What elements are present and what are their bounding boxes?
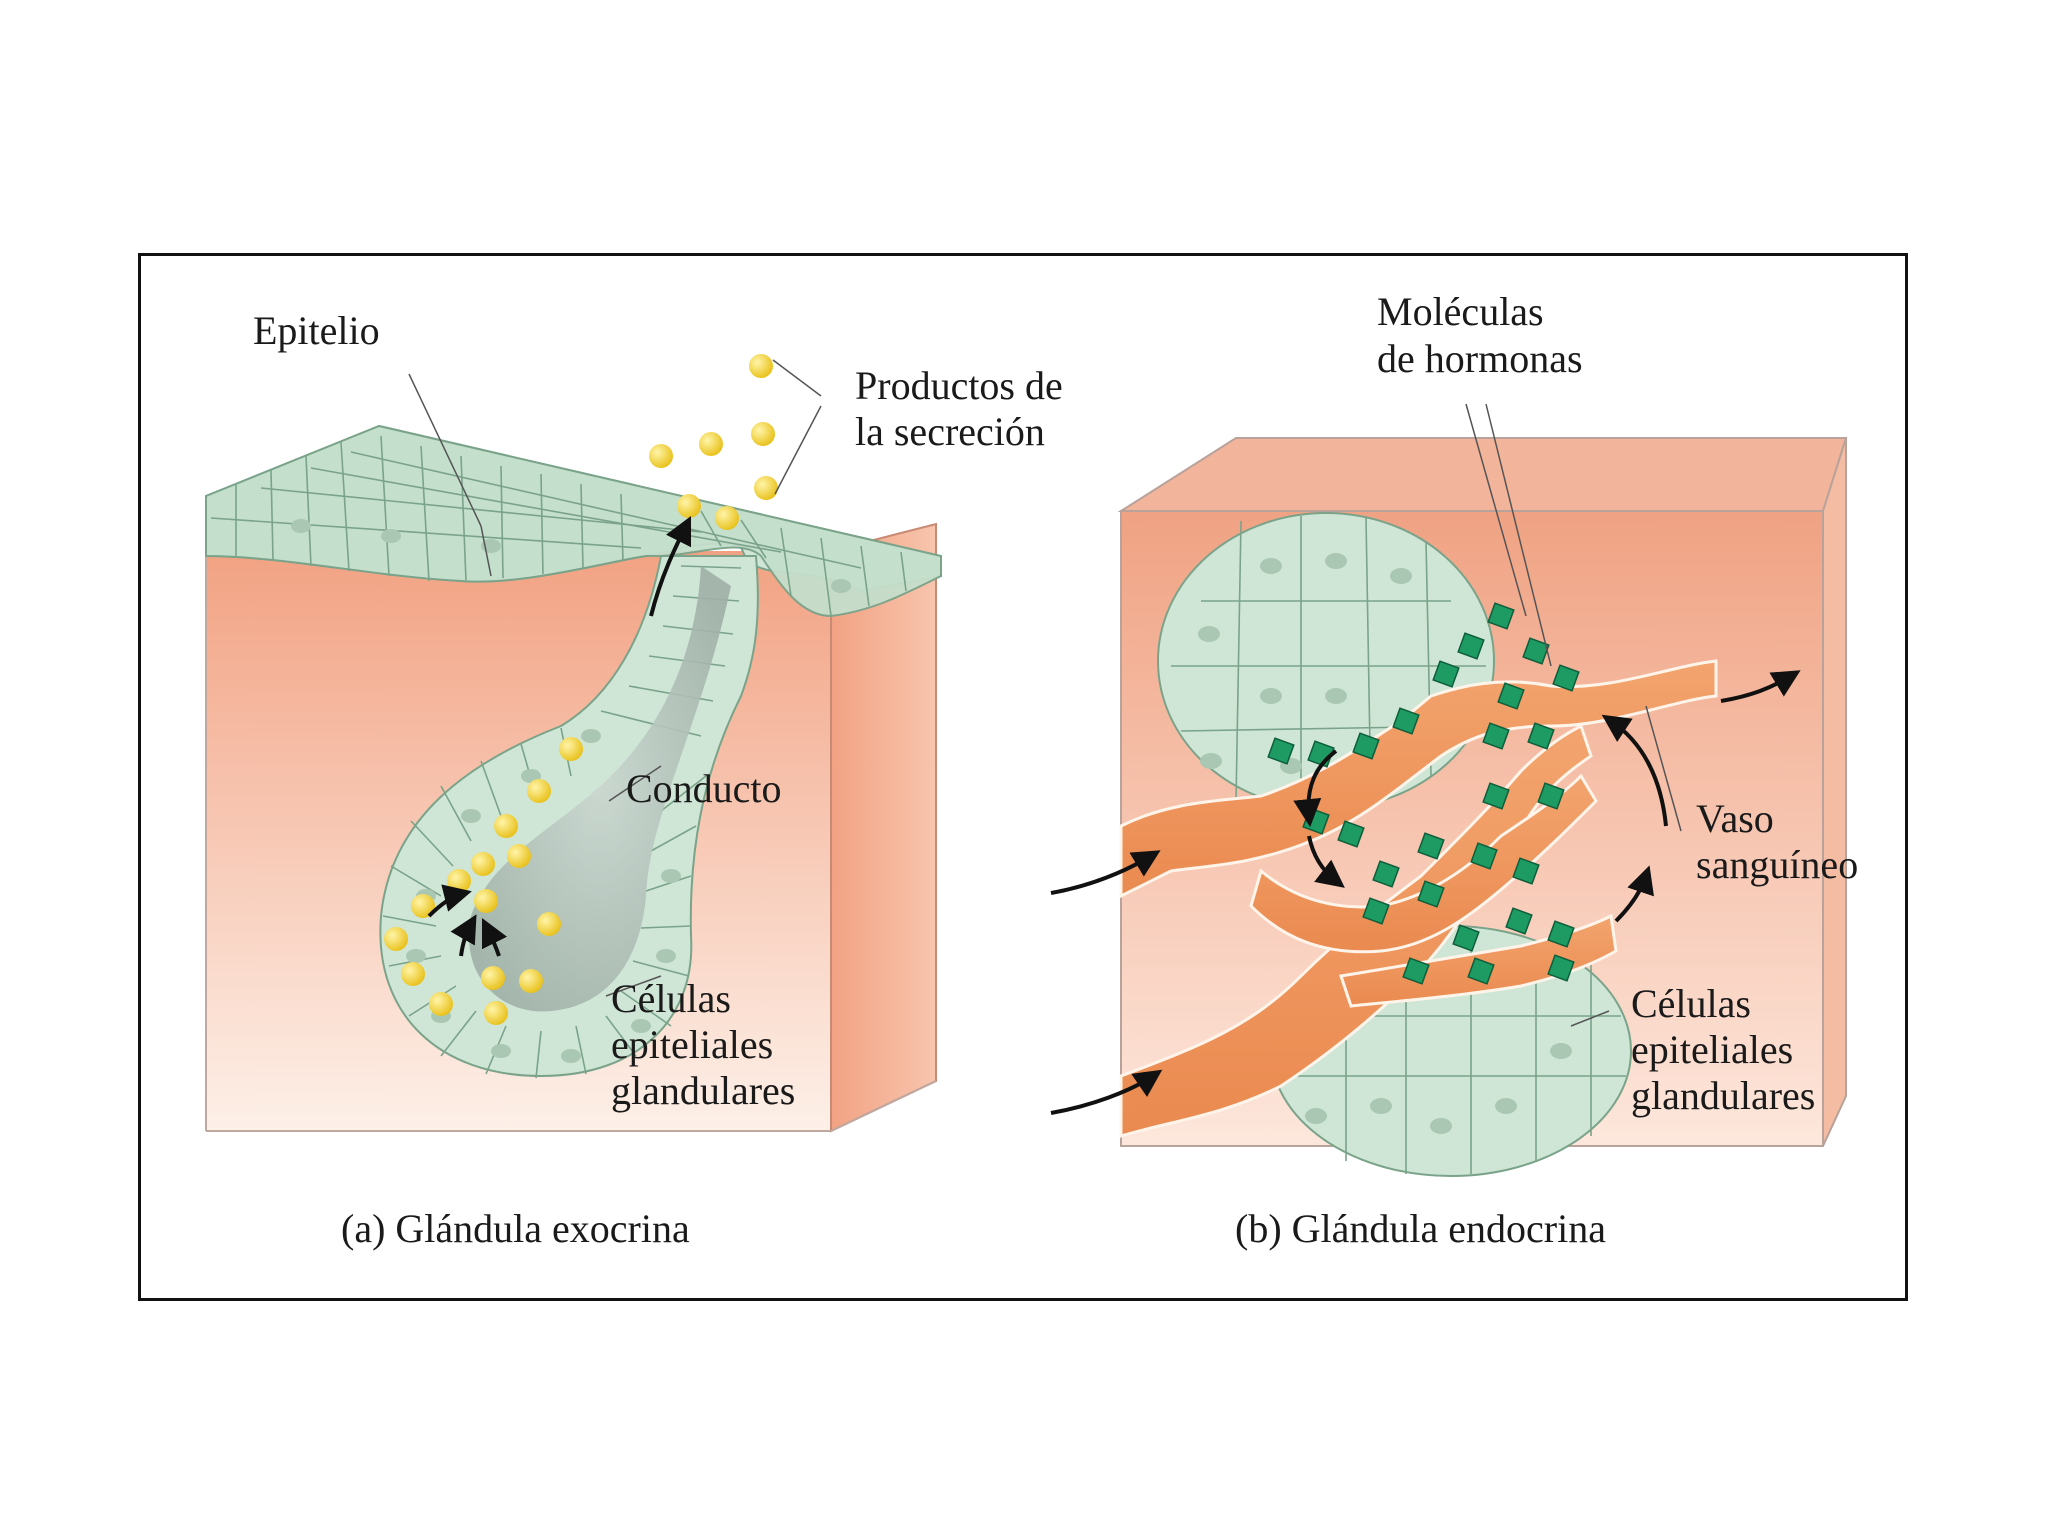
epithelium-edge <box>205 424 942 618</box>
endocrine-gland-panel <box>1050 403 1848 1177</box>
figure-frame: Epitelio Productos de la secreción Condu… <box>138 253 1908 1301</box>
gland-cells-label-line1: Células <box>611 976 731 1021</box>
secretion-flow-arrows <box>427 515 692 957</box>
secretion-products-label-line1: Productos de <box>855 363 1063 408</box>
epithelium-label: Epitelio <box>253 308 380 353</box>
exocrine-caption: (a) Glándula exocrina <box>341 1206 690 1251</box>
endocrine-cells-label-line3: glandulares <box>1631 1073 1816 1118</box>
blood-flow-arrows <box>1050 670 1801 1115</box>
gland-cells-label-line3: glandulares <box>611 1068 796 1113</box>
endocrine-tissue-side <box>1822 437 1847 1147</box>
duct-label: Conducto <box>626 766 782 811</box>
hormone-molecules <box>1267 602 1580 985</box>
exocrine-gland-panel <box>205 354 942 1133</box>
endocrine-tissue-top <box>1117 437 1848 512</box>
blood-vessel-label-line1: Vaso <box>1696 796 1774 841</box>
hormone-molecules-label-line1: Moléculas <box>1377 289 1544 334</box>
endocrine-cells-label-line2: epiteliales <box>1631 1027 1794 1072</box>
secretion-granules <box>384 354 778 1025</box>
gland-cells-label-line2: epiteliales <box>611 1022 774 1067</box>
endocrine-cells-label-line1: Células <box>1631 981 1751 1026</box>
secretion-products-label-line2: la secreción <box>855 409 1045 454</box>
endocrine-caption: (b) Glándula endocrina <box>1235 1206 1606 1251</box>
tissue-block-side <box>830 522 937 1133</box>
hormone-flow-arrows <box>1293 714 1668 923</box>
gland-lumen <box>468 566 731 1012</box>
blood-vessel-network <box>1119 659 1718 1139</box>
panel-a-leader-lines <box>408 359 822 997</box>
hormone-molecules-label-line2: de hormonas <box>1377 336 1583 381</box>
blood-vessel-label-line2: sanguíneo <box>1696 842 1859 887</box>
gland-illustration <box>205 354 1848 1177</box>
epithelium-cells <box>210 435 907 617</box>
panel-b-leader-lines <box>1465 403 1682 1027</box>
